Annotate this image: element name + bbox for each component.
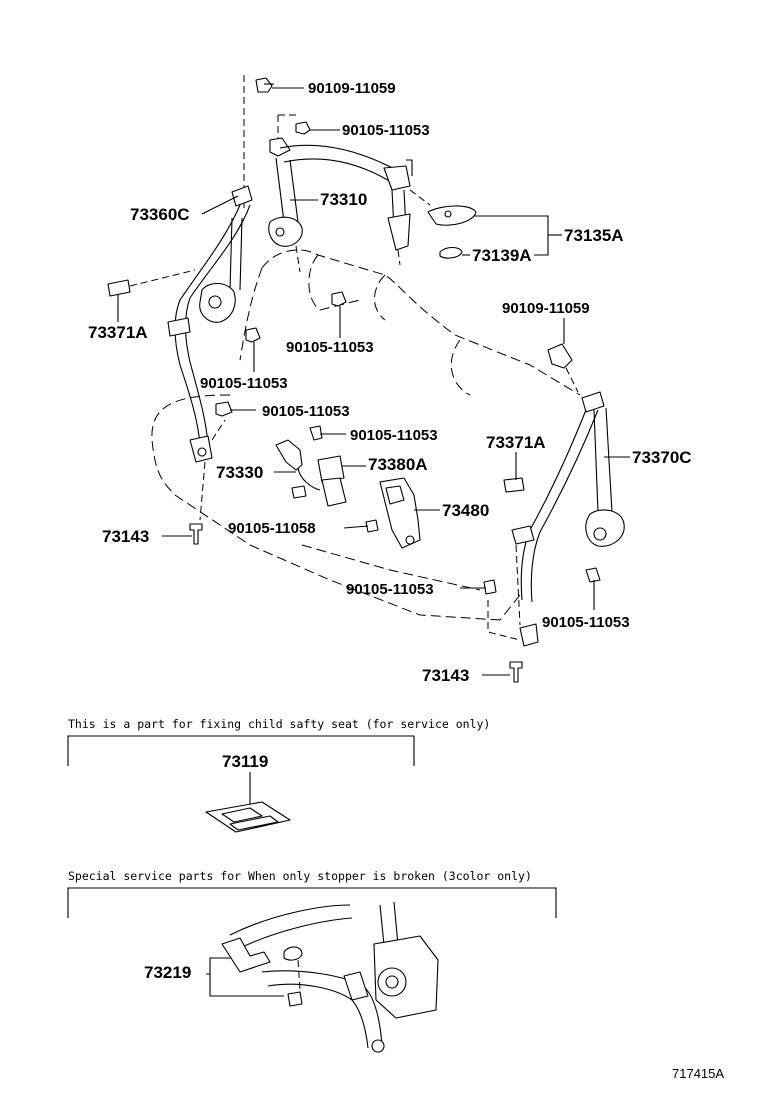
- label-73370C: 73370C: [632, 448, 692, 467]
- label-73119: 73119: [222, 752, 268, 771]
- label-73310: 73310: [320, 190, 367, 209]
- label-73143-right: 73143: [422, 666, 469, 685]
- label-73139A: 73139A: [472, 246, 532, 265]
- center-buckle-assembly: [275, 439, 421, 549]
- child-seat-bracket-part: [205, 801, 291, 833]
- stopper-caption: Special service parts for When only stop…: [68, 869, 532, 883]
- center-belt-assembly: [268, 114, 431, 273]
- clip-part-left: [107, 269, 196, 297]
- child-seat-caption: This is a part for fixing child safty se…: [68, 717, 490, 731]
- label-73371A-left: 73371A: [88, 323, 148, 342]
- label-90105-11058: 90105-11058: [228, 520, 316, 537]
- stopper-assembly-part: [221, 901, 439, 1053]
- part-labels: 90109-11059 90105-11053 73360C 73310 731…: [88, 80, 692, 685]
- label-73330: 73330: [216, 463, 263, 482]
- buckle-cover-part: [427, 205, 477, 259]
- bolt-icon: [215, 401, 233, 417]
- label-90109-11059-top: 90109-11059: [308, 80, 396, 97]
- label-90105-11053-center: 90105-11053: [350, 427, 438, 444]
- label-90105-11053-right: 90105-11053: [542, 614, 630, 631]
- seat-outline: [151, 249, 581, 621]
- bolt-icon: [309, 425, 323, 441]
- label-73380A: 73380A: [368, 455, 428, 474]
- label-90105-11053-bottom: 90105-11053: [346, 581, 434, 598]
- label-73135A: 73135A: [564, 226, 624, 245]
- label-73360C: 73360C: [130, 205, 190, 224]
- label-73480: 73480: [442, 501, 489, 520]
- anchor-bolt-right: [509, 661, 523, 683]
- label-90105-11053-top: 90105-11053: [342, 122, 430, 139]
- label-73143-left: 73143: [102, 527, 149, 546]
- bolt-icon: [255, 77, 274, 93]
- label-90105-11053-belt: 90105-11053: [262, 403, 350, 420]
- bolt-icon: [245, 327, 261, 343]
- label-90105-11053-mid: 90105-11053: [286, 339, 374, 356]
- left-belt-assembly: [167, 75, 253, 521]
- label-90109-11059-right: 90109-11059: [502, 300, 590, 317]
- diagram-code: 717415A: [672, 1066, 724, 1081]
- label-73371A-right: 73371A: [486, 433, 546, 452]
- child-seat-service-box: This is a part for fixing child safty se…: [67, 717, 490, 833]
- label-90105-11053-left: 90105-11053: [200, 375, 288, 392]
- right-belt-assembly: [483, 343, 625, 647]
- bolt-icon: [331, 291, 347, 307]
- stopper-service-box: Special service parts for When only stop…: [67, 869, 557, 1053]
- bolt-icon: [295, 121, 311, 135]
- anchor-bolt-left: [189, 523, 203, 545]
- leader-lines: [117, 87, 630, 676]
- label-73219: 73219: [144, 963, 191, 982]
